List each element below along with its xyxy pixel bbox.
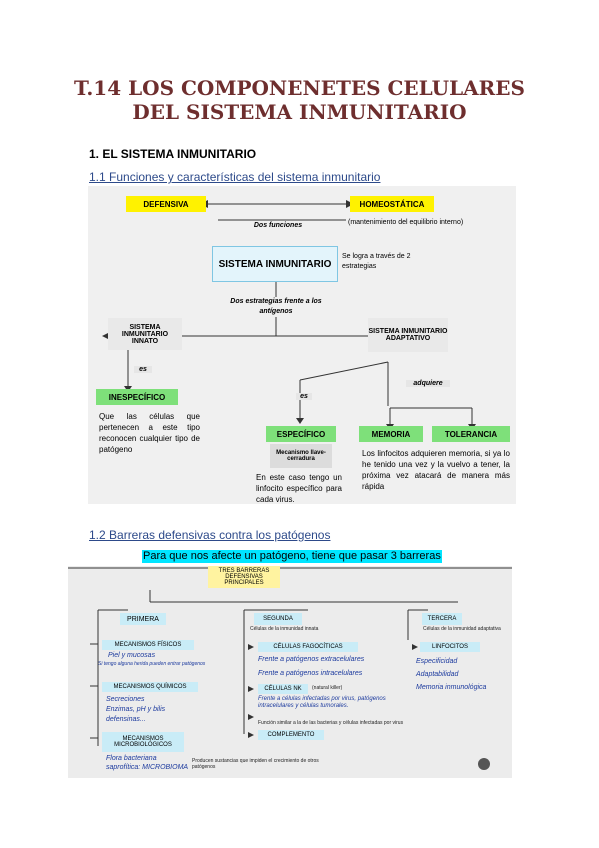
secreciones-text: Secreciones	[106, 696, 145, 703]
diagram-barriers: TRES BARRERAS DEFENSIVAS PRINCIPALES PRI…	[68, 566, 512, 778]
tercera-note: Células de la inmunidad adaptativa	[423, 626, 501, 632]
primera-box: PRIMERA	[120, 613, 166, 625]
frente-nk-text: Frente a células infectadas por virus, p…	[258, 696, 386, 709]
mecanismos-fisicos-box: MECANISMOS FÍSICOS	[102, 640, 194, 650]
especifico-text: En este caso tengo un linfocito específi…	[256, 473, 342, 504]
se-logra-note: Se logra a través de 2 estrategias	[342, 253, 411, 270]
memoria-box: MEMORIA	[359, 426, 423, 442]
frente-extra-text: Frente a patógenos extracelulares	[258, 656, 365, 663]
flora-note: Producen sustancias que impiden el creci…	[192, 758, 319, 770]
segunda-box: SEGUNDA	[254, 613, 302, 625]
section-heading: 1. EL SISTEMA INMUNITARIO	[89, 147, 257, 161]
dos-estrategias-label: Dos estrategias frente a los antígenos	[221, 297, 331, 317]
adquiere-label: adquiere	[406, 380, 450, 387]
nk-note: (natural killer)	[312, 685, 343, 691]
adaptativo-box: SISTEMA INMUNITARIO ADAPTATIVO	[368, 318, 448, 352]
tolerancia-box: TOLERANCIA	[432, 426, 510, 442]
subsection-2-heading: 1.2 Barreras defensivas contra los patóg…	[89, 528, 331, 542]
title-line-1: T.14 LOS COMPONENETES CELULARES	[74, 76, 525, 100]
tercera-box: TERCERA	[422, 613, 462, 625]
inespecifico-box: INESPECÍFICO	[96, 389, 178, 405]
piel-text: Piel y mucosas	[108, 652, 156, 659]
complemento-box: COMPLEMENTO	[258, 730, 324, 740]
mecanismos-microbiologicos-box: MECANISMOS MICROBIOLÓGICOS	[102, 732, 184, 752]
highlight-barreras: Para que nos afecte un patógeno, tiene q…	[142, 550, 442, 563]
dos-funciones-label: Dos funciones	[228, 222, 328, 229]
memoria-text: Los linfocitos adquieren memoria, si ya …	[362, 449, 510, 491]
defensinas-text: defensinas...	[106, 716, 146, 723]
celulas-nk-box: CÉLULAS NK	[258, 684, 308, 694]
inespecifico-text: Que las células que pertenecen a este ti…	[99, 412, 200, 454]
homeostatica-box: HOMEOSTÁTICA	[350, 196, 434, 212]
es-label-2: es	[296, 393, 312, 400]
barrier-connectors	[68, 567, 512, 770]
adaptabilidad-text: Adaptabilidad	[416, 671, 459, 678]
defensiva-box: DEFENSIVA	[126, 196, 206, 212]
frente-intra-text: Frente a patógenos intracelulares	[258, 670, 363, 677]
celulas-fagociticas-box: CÉLULAS FAGOCÍTICAS	[258, 642, 358, 652]
mecanismo-box: Mecanismo llave-cerradura	[270, 444, 332, 468]
memoria-inmunologica-text: Memoria inmunológica	[416, 684, 487, 691]
es-label-1: es	[134, 366, 152, 373]
especifico-box: ESPECÍFICO	[266, 426, 336, 442]
sistema-inmunitario-box: SISTEMA INMUNITARIO	[212, 246, 338, 282]
flora-text: Flora bacteriana	[106, 755, 157, 762]
diagram-immune-system: DEFENSIVA HOMEOSTÁTICA (mantenimiento de…	[88, 186, 516, 504]
subsection-1-heading: 1.1 Funciones y características del sist…	[89, 170, 381, 184]
linfocitos-box: LINFOCITOS	[420, 642, 480, 652]
tres-barreras-box: TRES BARRERAS DEFENSIVAS PRINCIPALES	[208, 566, 280, 588]
flora-text-2: saprofítica: MICROBIOMA	[106, 764, 189, 771]
enzimas-text: Enzimas, pH y bilis	[106, 706, 166, 713]
piel-note: Si tengo alguna herida pueden entrar pat…	[98, 661, 206, 667]
especificidad-text: Especificidad	[416, 658, 458, 665]
title-line-2: DEL SISTEMA INMUNITARIO	[132, 100, 467, 124]
homeostatica-note: (mantenimiento del equilibrio interno)	[348, 219, 464, 226]
nk-note-2: Función similar a la de las bacterias y …	[258, 720, 404, 726]
innato-box: SISTEMA INMUNITARIO INNATO	[108, 318, 182, 350]
segunda-note: Células de la inmunidad innata	[250, 626, 319, 632]
mecanismos-quimicos-box: MECANISMOS QUÍMICOS	[102, 682, 198, 692]
